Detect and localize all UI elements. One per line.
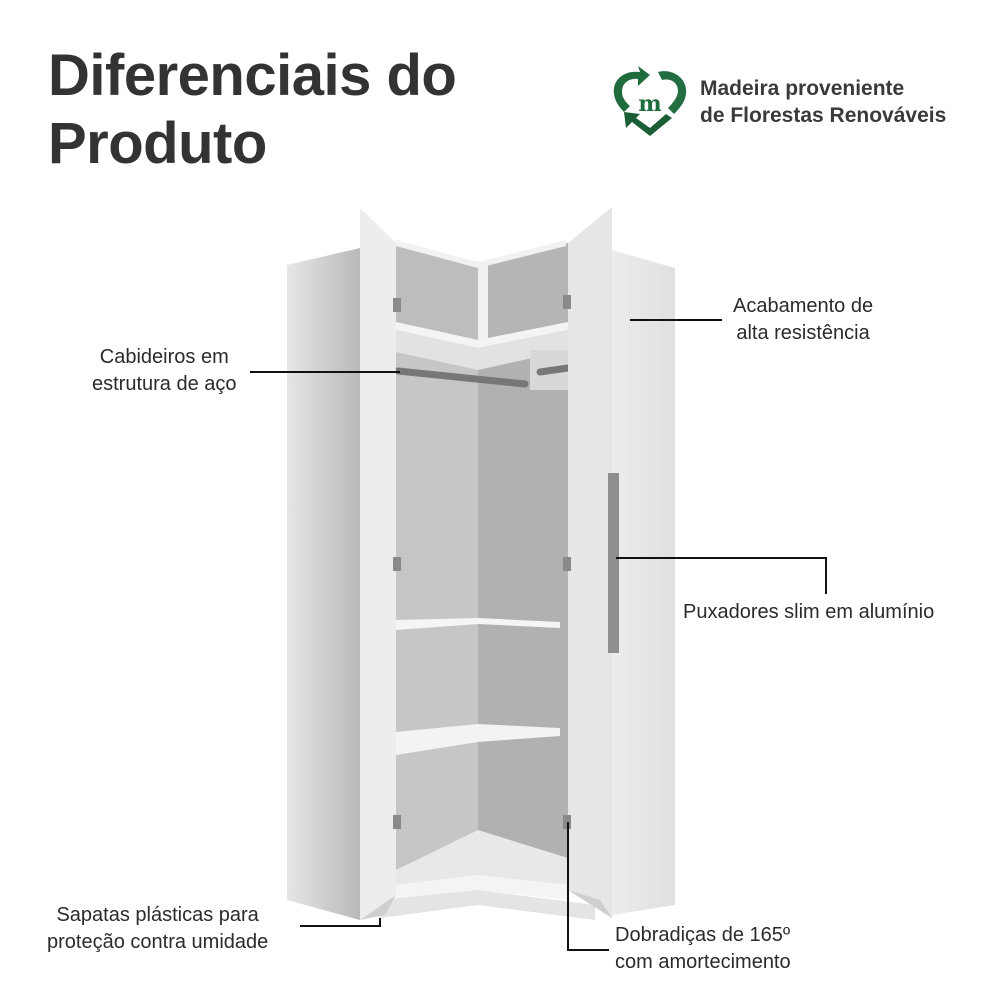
callout-hangers-line-1: Cabideiros em [99,346,229,368]
badge-line-2: de Florestas Renováveis [700,104,947,127]
callout-hangers-line-2: estrutura de aço [92,373,237,395]
callout-finish-line-2: alta resistência [736,322,870,344]
callout-feet-line-1: Sapatas plásticas para [56,904,259,926]
callout-line-hangers [250,371,400,373]
callout-line-hinges [567,949,609,951]
title-line-1: Diferenciais do [48,43,457,108]
callout-line-handles [616,557,827,559]
callout-finish: Acabamento de alta resistência [733,293,873,347]
interior-right-wall [478,243,568,885]
recycle-heart-m-icon: m [613,66,687,136]
shelf-1 [396,618,560,630]
callout-hinges-line-2: com amortecimento [615,951,791,973]
callout-hinges: Dobradiças de 165º com amortecimento [615,922,791,976]
aluminum-handle [608,473,619,653]
svg-text:m: m [638,91,661,117]
interior-left-wall [396,243,478,885]
callout-feet-line-2: proteção contra umidade [47,931,269,953]
hanging-rail-right [536,364,572,376]
sustainability-badge: m Madeira proveniente de Florestas Renov… [610,66,946,138]
right-door [568,207,612,918]
callout-line-feet [300,925,381,927]
callout-line-hinges-vert [567,822,569,951]
callout-hinges-line-1: Dobradiças de 165º [615,924,791,946]
shelf-2 [396,724,560,755]
hanging-rail-left [394,367,529,388]
badge-text: Madeira proveniente de Florestas Renováv… [700,75,946,129]
page-title: Diferenciais do Produto [48,42,457,178]
callout-hangers: Cabideiros em estrutura de aço [92,344,237,398]
callout-handles: Puxadores slim em alumínio [683,599,934,626]
callout-line-finish [630,319,722,321]
callout-handles-line-1: Puxadores slim em alumínio [683,601,935,623]
title-line-2: Produto [48,111,267,176]
badge-line-1: Madeira proveniente [700,77,905,100]
callout-finish-line-1: Acabamento de [733,295,874,317]
left-door [360,208,396,920]
callout-feet: Sapatas plásticas para proteção contra u… [47,902,268,956]
callout-line-feet-vert [379,918,381,927]
callout-line-handles-vert [825,557,827,594]
